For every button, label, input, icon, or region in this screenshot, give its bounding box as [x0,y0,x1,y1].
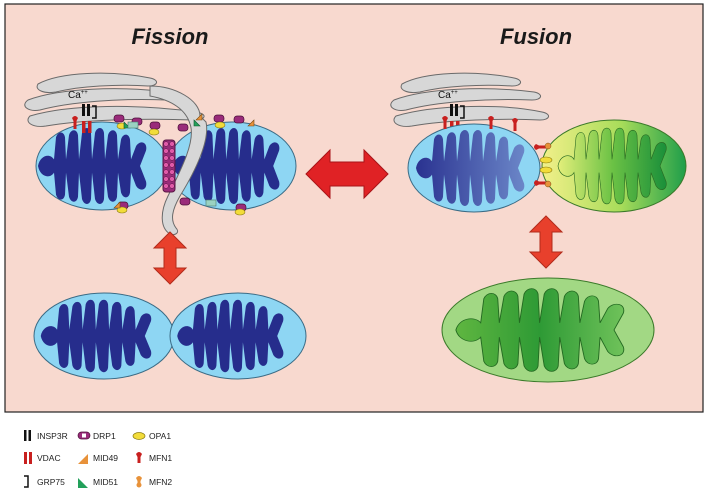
fusion-title: Fusion [500,24,572,49]
legend-label-vdac: VDAC [37,453,61,463]
fused-green-mitochondrion [441,277,655,383]
mfn1-icon [136,452,142,463]
mid51-icon [78,478,88,488]
legend-label-mfn1: MFN1 [149,453,172,463]
fusion-mfn-tethers [442,116,553,188]
legend-label-drp1: DRP1 [93,431,116,441]
fission-title: Fission [131,24,208,49]
legend-item-insp3r: INSP3R [24,430,68,441]
legend-label-opa1: OPA1 [149,431,171,441]
legend-item-mfn2: MFN2 [136,476,172,488]
fission-vertical-arrow [152,231,188,285]
legend-item-mid51: MID51 [78,477,118,488]
opa1-icon [132,432,146,440]
legend-label-grp75: GRP75 [37,477,65,487]
legend-label-insp3r: INSP3R [37,431,68,441]
legend-item-opa1: OPA1 [132,431,171,441]
mid49-icon [78,454,88,464]
legend: INSP3R VDAC GRP75 DRP1 MID49 MID51 [24,430,172,488]
fission-calcium-label: Ca++ [68,90,88,101]
legend-item-vdac: VDAC [24,452,61,464]
fusion-endoplasmic-reticulum [390,72,549,127]
legend-item-mid49: MID49 [78,453,118,464]
fission-fusion-double-arrow [305,148,389,200]
fission-endoplasmic-reticulum [24,72,208,235]
fission-product-mitochondria [33,292,307,380]
fusion-vertical-arrow [528,215,564,269]
legend-item-drp1: DRP1 [77,431,116,441]
fission-er-mito-tether-complex [82,104,97,133]
legend-item-grp75: GRP75 [24,475,65,488]
fission-membrane-proteins [113,113,255,216]
fission-mfn-tethers [72,116,78,129]
drp1-constriction-ring [162,139,176,193]
insp3r-icon [24,430,27,441]
legend-label-mid49: MID49 [93,453,118,463]
fusion-calcium-label: Ca++ [438,90,458,101]
grp75-icon [24,475,29,488]
legend-label-mid51: MID51 [93,477,118,487]
vdac-icon [24,452,27,464]
fusing-mitochondria-group [407,119,687,213]
legend-item-mfn1: MFN1 [136,452,172,463]
legend-label-mfn2: MFN2 [149,477,172,487]
